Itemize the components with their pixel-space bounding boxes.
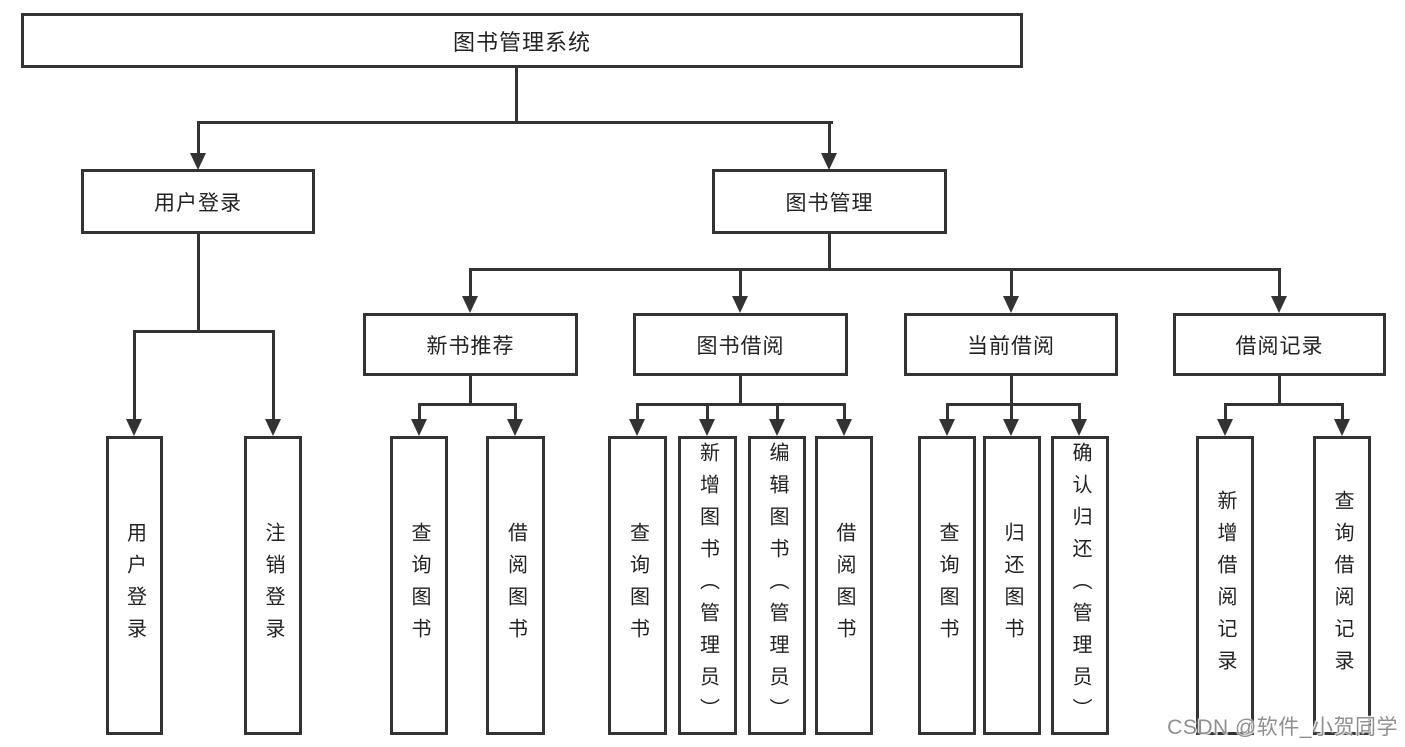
node-library-system-label: 图书管理系统 [452, 29, 591, 55]
leaf-logout-label: 注销登录 [262, 521, 284, 650]
node-current-borrowing: 当前借阅 [904, 313, 1118, 376]
leaf-recommend-query-books-label: 查询图书 [408, 521, 430, 650]
connector-line [514, 406, 517, 419]
arrowhead [411, 419, 427, 436]
arrowhead [190, 153, 206, 170]
connector-line [776, 406, 779, 419]
leaf-borrow-borrow-books-label: 借阅图书 [833, 521, 855, 650]
leaf-current-confirm-return-admin: 确认归还（管理员） [1051, 436, 1109, 735]
leaf-borrow-query-books: 查询图书 [608, 436, 667, 735]
node-new-book-recommend: 新书推荐 [363, 313, 578, 376]
leaf-current-query-books-label: 查询图书 [936, 521, 958, 650]
connector-line [133, 333, 136, 419]
arrowhead [265, 419, 281, 436]
connector-line [828, 234, 831, 271]
connector-line [1278, 376, 1281, 403]
leaf-logout: 注销登录 [244, 436, 302, 735]
arrowhead [1003, 296, 1019, 313]
leaf-current-return-books: 归还图书 [983, 436, 1041, 735]
leaf-recommend-borrow-books-label: 借阅图书 [504, 521, 527, 650]
node-book-borrowing-label: 图书借阅 [696, 334, 785, 358]
arrowhead [1217, 419, 1233, 436]
arrowhead [1271, 296, 1287, 313]
connector-line [739, 376, 742, 403]
connector-line [739, 271, 742, 296]
leaf-user-login: 用户登录 [106, 436, 163, 735]
connector-line [1341, 406, 1344, 419]
node-user-login-label: 用户登录 [154, 191, 242, 215]
arrowhead [732, 296, 748, 313]
node-user-login: 用户登录 [81, 169, 315, 234]
arrowhead [507, 419, 523, 436]
connector-line [469, 268, 1281, 271]
node-library-system: 图书管理系统 [21, 13, 1023, 68]
node-book-management: 图书管理 [712, 169, 947, 234]
connector-line [469, 271, 472, 296]
connector-line [1078, 406, 1081, 419]
arrowhead [462, 296, 478, 313]
leaf-records-query-record-label: 查询借阅记录 [1331, 489, 1353, 682]
leaf-current-confirm-return-admin-label: 确认归还（管理员） [1069, 441, 1091, 730]
leaf-borrow-edit-books-admin-label: 编辑图书（管理员） [766, 441, 788, 730]
connector-line [946, 406, 949, 419]
leaf-current-return-books-label: 归还图书 [1001, 521, 1023, 650]
connector-line [1010, 271, 1013, 296]
node-book-borrowing: 图书借阅 [633, 313, 848, 376]
arrowhead [769, 419, 785, 436]
connector-line [272, 333, 275, 419]
leaf-borrow-add-books-admin-label: 新增图书（管理员） [696, 441, 719, 730]
leaf-borrow-edit-books-admin: 编辑图书（管理员） [748, 436, 806, 735]
arrowhead [699, 419, 715, 436]
connector-line [418, 406, 421, 419]
connector-line [1010, 406, 1013, 419]
arrowhead [821, 153, 837, 170]
leaf-borrow-borrow-books: 借阅图书 [815, 436, 873, 735]
node-borrowing-records-label: 借阅记录 [1235, 334, 1324, 358]
node-borrowing-records: 借阅记录 [1173, 313, 1386, 376]
arrowhead [836, 419, 852, 436]
connector-line [197, 124, 200, 154]
leaf-borrow-query-books-label: 查询图书 [626, 521, 649, 650]
connector-line [1010, 376, 1013, 403]
connector-line [418, 403, 517, 406]
arrowhead [1071, 419, 1087, 436]
connector-line [1224, 403, 1344, 406]
leaf-records-query-record: 查询借阅记录 [1313, 436, 1371, 735]
leaf-recommend-borrow-books: 借阅图书 [486, 436, 545, 735]
node-current-borrowing-label: 当前借阅 [967, 334, 1055, 358]
arrowhead [1334, 419, 1350, 436]
connector-line [515, 68, 518, 124]
connector-line [469, 376, 472, 403]
leaf-records-add-record: 新增借阅记录 [1196, 436, 1254, 735]
leaf-recommend-query-books: 查询图书 [390, 436, 448, 735]
leaf-user-login-label: 用户登录 [123, 521, 146, 650]
connector-line [1224, 406, 1227, 419]
connector-line [946, 403, 1081, 406]
connector-line [636, 403, 846, 406]
connector-line [1278, 271, 1281, 296]
arrowhead [629, 419, 645, 436]
connector-line [843, 406, 846, 419]
connector-line [197, 234, 200, 333]
leaf-records-add-record-label: 新增借阅记录 [1214, 489, 1236, 682]
node-book-management-label: 图书管理 [785, 191, 874, 215]
arrowhead [1003, 419, 1019, 436]
connector-line [133, 330, 275, 333]
connector-line [636, 406, 639, 419]
connector-line [828, 124, 831, 154]
connector-line [706, 406, 709, 419]
watermark: CSDN @软件_小贺同学 [1167, 716, 1398, 739]
arrowhead [939, 419, 955, 436]
leaf-borrow-add-books-admin: 新增图书（管理员） [678, 436, 737, 735]
node-new-book-recommend-label: 新书推荐 [426, 334, 515, 358]
arrowhead [126, 419, 142, 436]
leaf-current-query-books: 查询图书 [918, 436, 976, 735]
connector-line [197, 121, 833, 124]
